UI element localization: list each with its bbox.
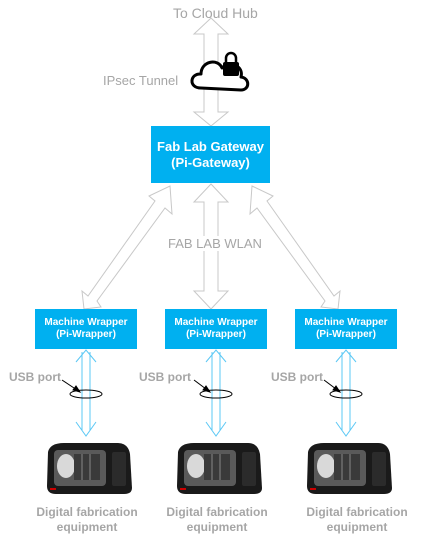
gateway-subtitle: (Pi-Gateway) (171, 154, 250, 170)
wlan-label: FAB LAB WLAN (165, 236, 265, 251)
wrapper-subtitle: (Pi-Wrapper) (316, 329, 376, 340)
gateway-box: Fab Lab Gateway (Pi-Gateway) (151, 126, 270, 183)
usb-arrow-3 (335, 349, 357, 437)
3d-printer-icon (47, 443, 132, 494)
usb-port-label: USB port (271, 370, 323, 384)
gateway-title: Fab Lab Gateway (157, 138, 264, 154)
wrapper-title: Machine Wrapper (44, 317, 128, 328)
equipment-label: Digital fabrication equipment (36, 505, 138, 534)
3d-printer-icon (307, 443, 392, 494)
usb-port-label: USB port (9, 370, 61, 384)
usb-port-label: USB port (139, 370, 191, 384)
3d-printer-icon (177, 443, 262, 494)
machine-wrapper-box: Machine Wrapper (Pi-Wrapper) (35, 309, 137, 349)
cloud-hub-label: To Cloud Hub (173, 5, 258, 21)
usb-arrow-2 (205, 349, 227, 437)
usb-port-marker-2 (193, 379, 233, 399)
wrapper-title: Machine Wrapper (174, 317, 258, 328)
machine-wrapper-box: Machine Wrapper (Pi-Wrapper) (165, 309, 267, 349)
usb-port-marker-3 (323, 379, 363, 399)
wlan-arrow-left (81, 185, 173, 310)
equipment-label: Digital fabrication equipment (306, 505, 408, 534)
cloud-lock-icon (190, 51, 250, 92)
wrapper-subtitle: (Pi-Wrapper) (56, 329, 116, 340)
usb-port-marker-1 (61, 379, 103, 399)
ipsec-tunnel-label: IPsec Tunnel (103, 73, 179, 88)
machine-wrapper-box: Machine Wrapper (Pi-Wrapper) (295, 309, 397, 349)
equipment-label: Digital fabrication equipment (166, 505, 268, 534)
wrapper-subtitle: (Pi-Wrapper) (186, 329, 246, 340)
usb-arrow-1 (75, 349, 97, 437)
wrapper-title: Machine Wrapper (304, 317, 388, 328)
